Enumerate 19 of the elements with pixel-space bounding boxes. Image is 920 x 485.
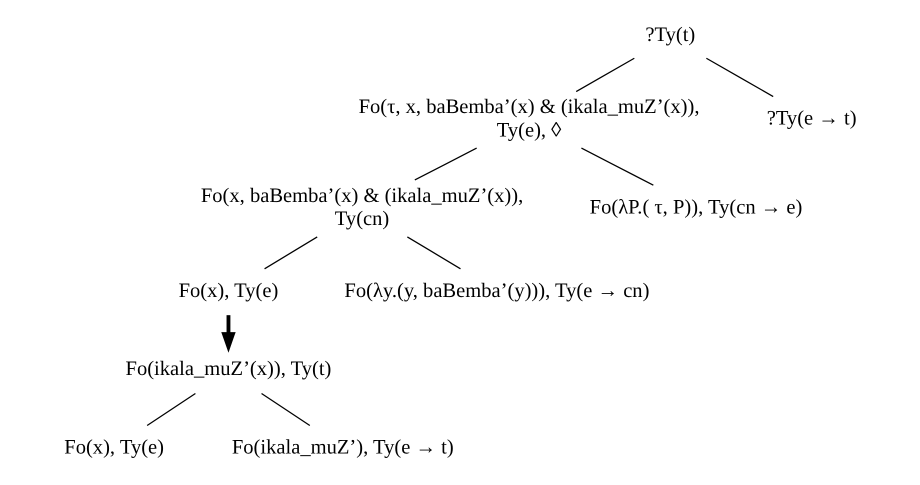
node-text: Fo(x, baBemba’(x) & (ikala_muZ’(x)), Ty(cn): [200, 184, 524, 230]
node-text: Fo(x), Ty(e): [64, 436, 164, 459]
connector: [407, 236, 461, 270]
node-text: Fo(τ, x, baBemba’(x) & (ikala_muZ’(x)), Ty(e), ◊: [358, 96, 700, 142]
node-text: Fo(λP.( τ, P)), Ty(cn → e): [590, 196, 802, 218]
connector: [146, 392, 196, 426]
node-text: ?Ty(e → t): [766, 108, 857, 130]
node-text: ?Ty(t): [645, 24, 696, 46]
connector: [581, 148, 654, 186]
connector: [414, 148, 477, 181]
node-text: Fo(λy.(y, baBemba’(y))), Ty(e → cn): [344, 280, 650, 302]
node-text: Fo(ikala_muZ’(x)), Ty(t): [126, 358, 332, 380]
node-text: Fo(x), Ty(e): [178, 280, 278, 302]
arrow: [221, 315, 236, 353]
connector: [261, 392, 310, 426]
node-text: Fo(ikala_muZ’), Ty(e → t): [232, 436, 454, 459]
connector: [706, 58, 774, 98]
connector: [576, 58, 635, 92]
connector: [264, 236, 318, 270]
